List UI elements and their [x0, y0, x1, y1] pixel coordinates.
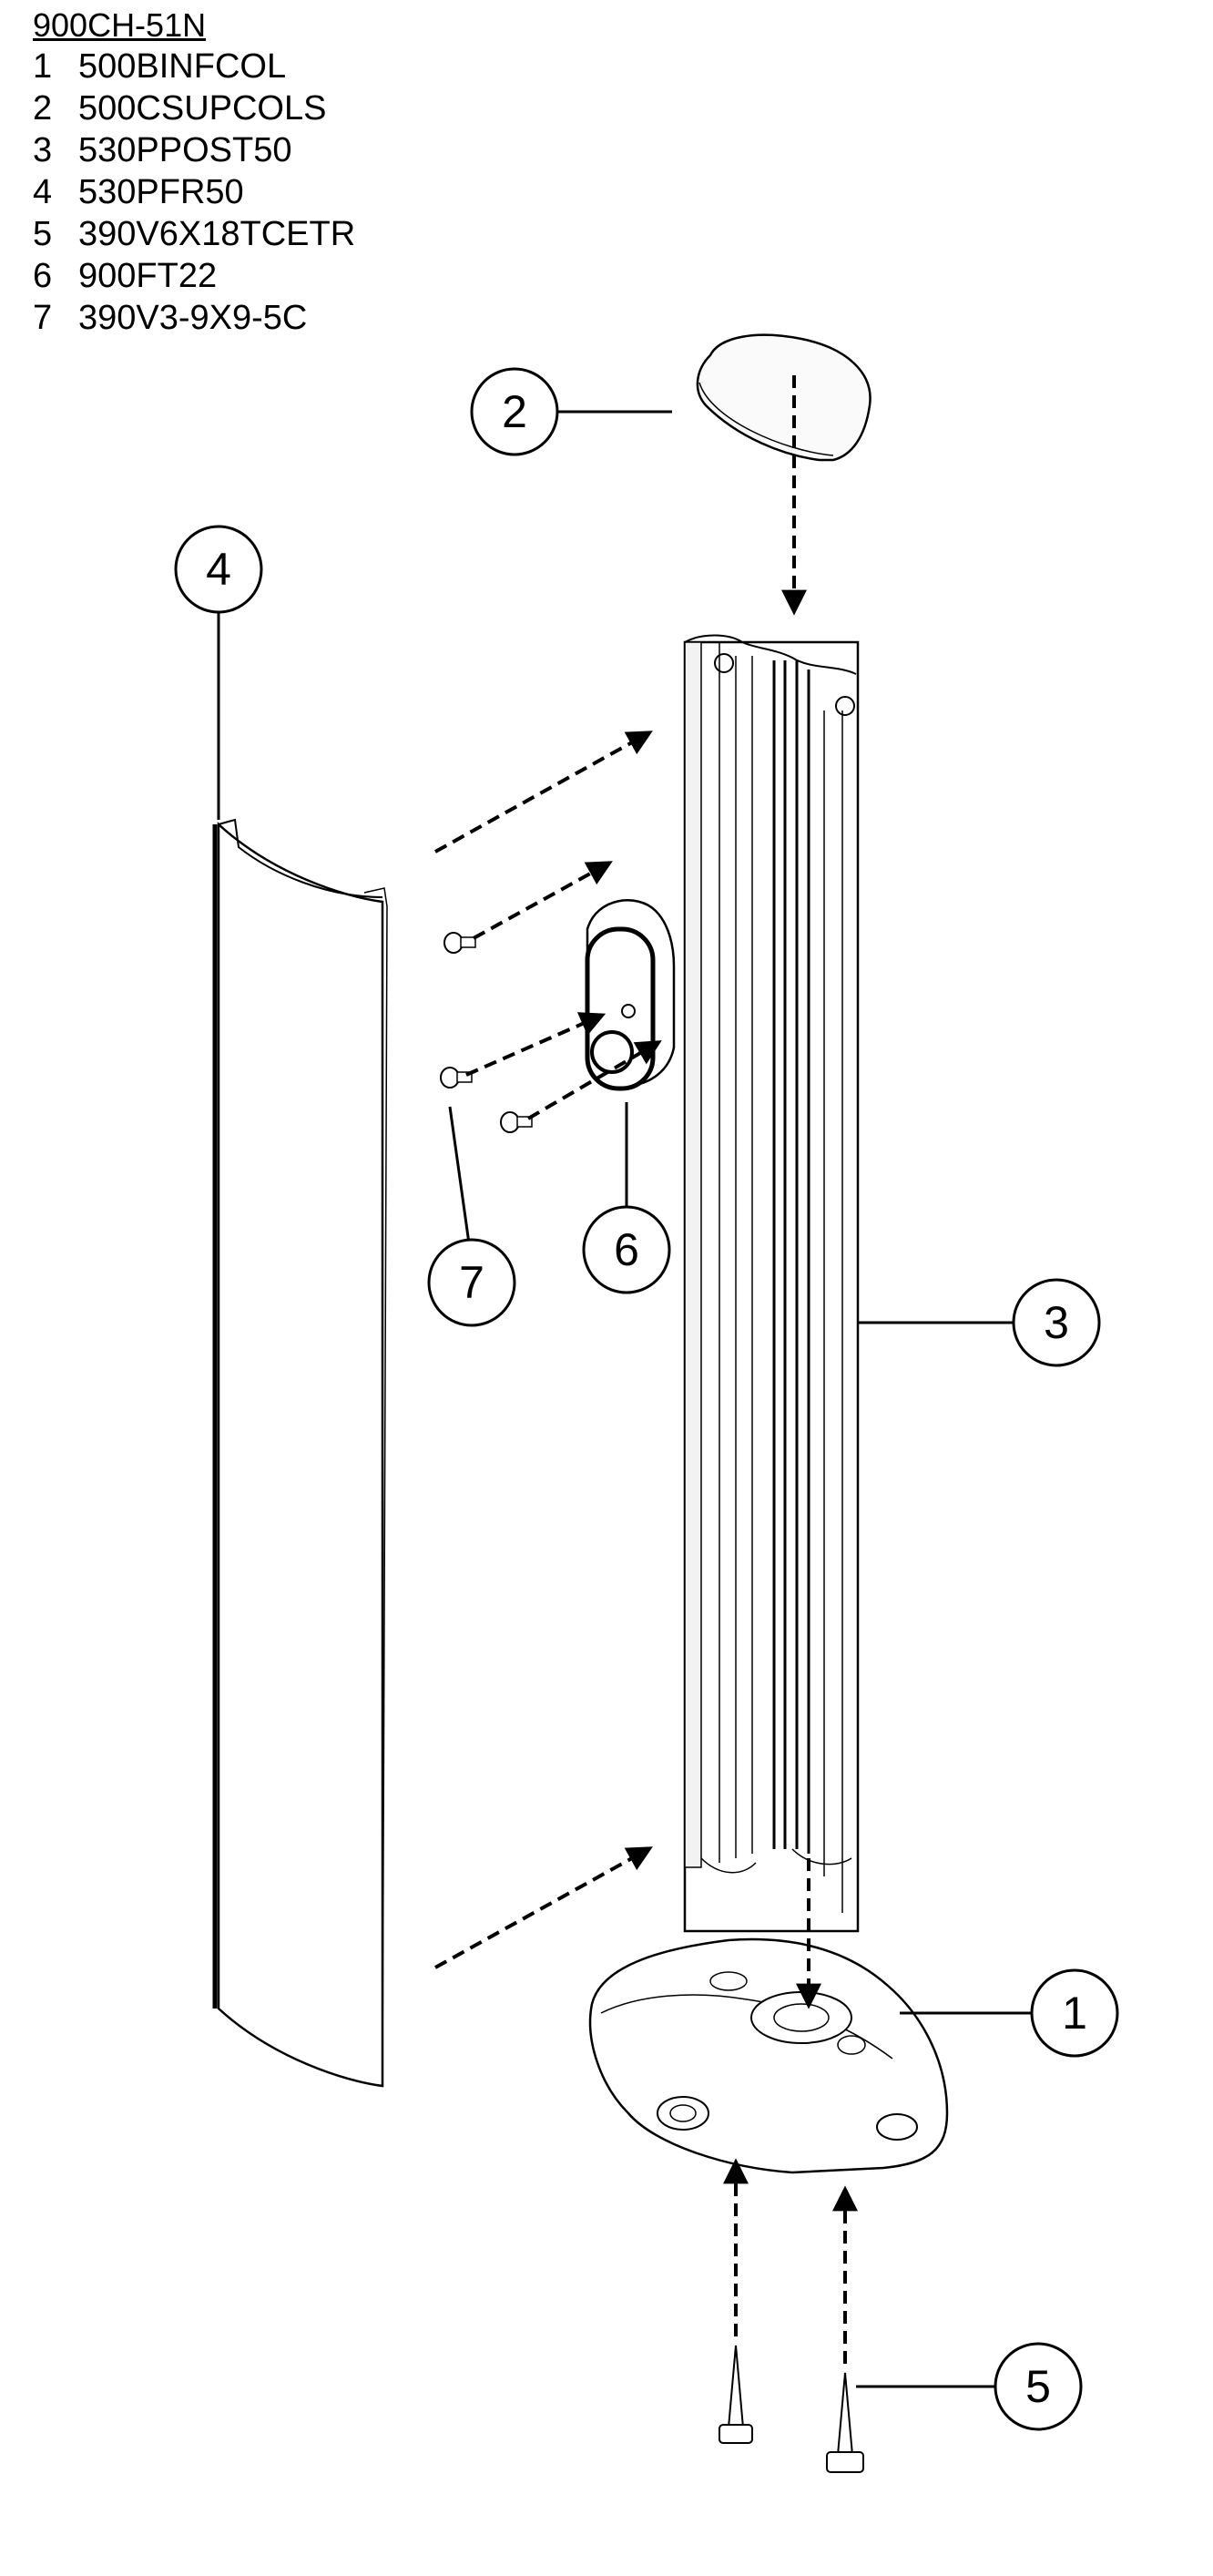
- callout-label: 1: [1062, 1988, 1087, 2039]
- part-row-2: 2 500CSUPCOLS: [33, 87, 355, 129]
- part-row-3: 3 530PPOST50: [33, 129, 355, 171]
- part-row-6: 6 900FT22: [33, 255, 355, 297]
- part-code: 500CSUPCOLS: [78, 89, 327, 128]
- assembly-code: 900CH-51N: [33, 6, 207, 44]
- part-number: 1: [33, 47, 53, 86]
- part-number: 4: [33, 173, 53, 211]
- callout-label: 2: [502, 386, 527, 437]
- part-number: 3: [33, 131, 53, 169]
- small-screw: [443, 932, 476, 954]
- small-screw: [500, 1111, 533, 1133]
- part-row-1: 1 500BINFCOL: [33, 46, 355, 87]
- small-screw: [440, 1067, 473, 1089]
- callout-label: 7: [459, 1257, 484, 1308]
- part-code: 390V3-9X9-5C: [78, 299, 308, 337]
- base: [588, 1937, 949, 2174]
- post: [683, 634, 860, 1933]
- assembly-arrows: [434, 375, 858, 2364]
- front-cover: [212, 818, 388, 2088]
- part-number: 6: [33, 257, 53, 295]
- part-number: 7: [33, 299, 53, 337]
- callout-2: 2: [470, 367, 559, 456]
- callout-label: 5: [1025, 2361, 1051, 2412]
- callout-label: 3: [1044, 1297, 1069, 1348]
- bracket: [585, 899, 676, 1091]
- long-screw: [719, 2345, 753, 2444]
- callout-label: 4: [206, 544, 231, 595]
- parts-list: 900CH-51N 1 500BINFCOL 2 500CSUPCOLS 3 530P…: [33, 5, 355, 339]
- part-number: 2: [33, 89, 53, 128]
- part-code: 500BINFCOL: [78, 47, 287, 86]
- top-cap: [696, 333, 872, 462]
- part-number: 5: [33, 215, 53, 253]
- part-row-5: 5 390V6X18TCETR: [33, 213, 355, 255]
- part-code: 390V6X18TCETR: [78, 215, 356, 253]
- leader-lines: [217, 410, 1032, 2388]
- callout-7: 7: [427, 1238, 516, 1327]
- callout-5: 5: [994, 2342, 1083, 2431]
- callout-3: 3: [1012, 1278, 1101, 1367]
- part-code: 530PPOST50: [78, 131, 292, 169]
- long-screw: [826, 2372, 864, 2473]
- part-code: 900FT22: [78, 257, 218, 295]
- callout-label: 6: [614, 1224, 639, 1275]
- callout-4: 4: [174, 525, 263, 614]
- callout-1: 1: [1030, 1968, 1119, 2058]
- part-code: 530PFR50: [78, 173, 244, 211]
- part-row-4: 4 530PFR50: [33, 171, 355, 213]
- callout-6: 6: [582, 1205, 671, 1294]
- part-row-7: 7 390V3-9X9-5C: [33, 297, 355, 339]
